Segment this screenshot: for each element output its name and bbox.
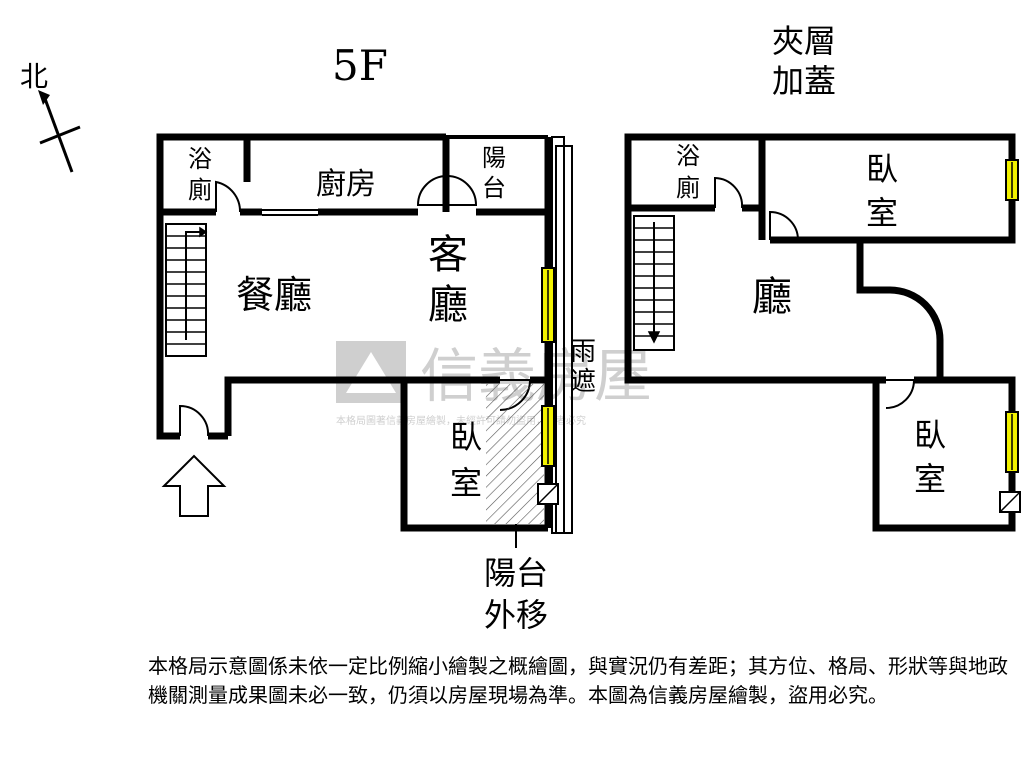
canopy-label-1: 雨	[570, 337, 596, 367]
floor-5f-windows	[537, 267, 559, 505]
entry-door-icon	[179, 404, 210, 437]
mezz-bedroom2-label-1: 臥	[914, 416, 946, 454]
living-label-1: 客	[428, 232, 468, 278]
balcony-door-icon	[416, 175, 478, 206]
balcony-moved-label-2: 外移	[484, 596, 548, 634]
mezz-bedroom2-door-icon	[885, 379, 916, 409]
disclaimer-text: 本格局示意圖係未依一定比例縮小繪製之概繪圖，與實況仍有差距；其方位、格局、形狀等…	[148, 654, 1008, 707]
mezzanine-title-2: 加蓋	[772, 62, 836, 100]
kitchen-label: 廚房	[316, 167, 376, 202]
mezzanine-labels: 浴 廁 臥 室 廳 臥 室	[676, 142, 946, 498]
north-compass: 北	[20, 60, 81, 173]
mezzanine-walls	[624, 133, 1016, 532]
floor-5f-stairs	[165, 223, 208, 357]
mezzanine-details	[714, 176, 916, 409]
balcony-moved-label-1: 陽台	[484, 554, 548, 592]
balcony-label-2: 台	[482, 174, 506, 202]
bath-label-2: 廁	[188, 176, 212, 204]
mezz-hall-label: 廳	[752, 274, 792, 320]
bedroom-label-2: 室	[450, 464, 482, 502]
living-label-2: 廳	[428, 282, 468, 328]
mezz-bedroom1-label-2: 室	[866, 194, 898, 232]
mezzanine-stairs	[633, 215, 675, 351]
stair-arrow-icon	[185, 231, 200, 340]
balcony-label-1: 陽	[482, 144, 506, 172]
mezz-bedroom1-door-icon	[769, 210, 799, 241]
entry-arrow-icon	[161, 454, 227, 517]
mezz-bedroom2-label-2: 室	[914, 460, 946, 498]
floor-5f-labels: 浴 廁 廚房 陽 台 餐廳 客 廳 臥 室 雨 遮 陽台 外移	[188, 144, 596, 634]
mezz-bath-door-icon	[714, 176, 744, 209]
bath-door-icon	[215, 180, 242, 213]
north-label: 北	[20, 60, 48, 93]
bath-label-1: 浴	[188, 145, 212, 173]
bedroom-label-1: 臥	[450, 418, 482, 456]
dining-label: 餐廳	[236, 273, 312, 317]
mezzanine-windows	[999, 159, 1021, 513]
balcony-moved-hatch	[486, 384, 544, 548]
mezz-bath-label-1: 浴	[676, 142, 700, 170]
floor-plan-drawing: 信義房屋 本格局圖著信義房屋繪製，未經許可請勿盜用，違者必究 5F 北	[20, 22, 1021, 634]
mezz-bath-label-2: 廁	[676, 174, 700, 202]
canopy-label-2: 遮	[570, 367, 596, 397]
mezzanine-title-1: 夾層	[772, 22, 836, 60]
mezz-bedroom1-label-1: 臥	[866, 150, 898, 188]
floor-5f-title: 5F	[332, 41, 388, 90]
north-arrow-icon	[42, 95, 74, 173]
